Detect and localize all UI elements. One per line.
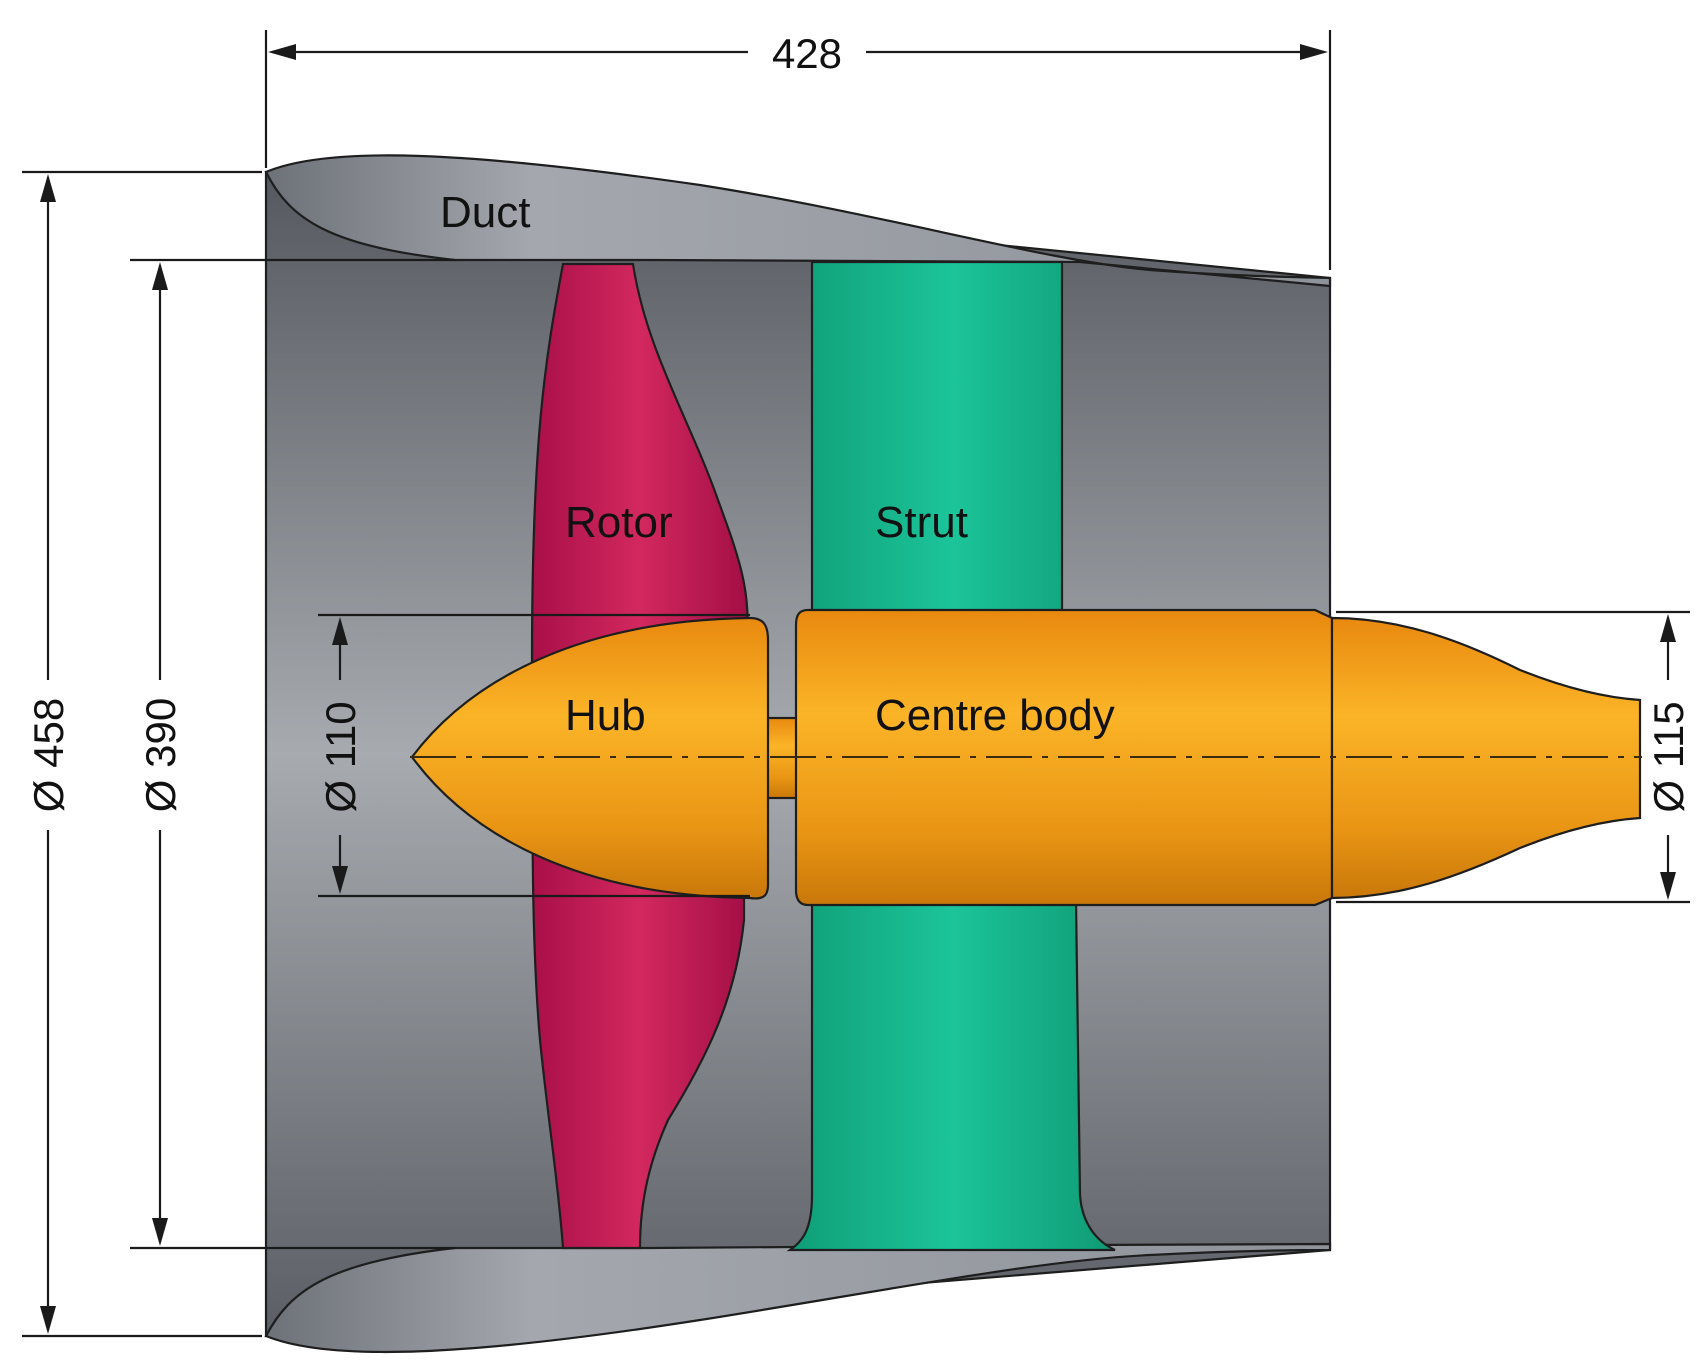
hub-label: Hub xyxy=(565,691,646,740)
rotor-label: Rotor xyxy=(565,498,673,547)
dimension-tail-diameter xyxy=(1336,610,1690,904)
dimension-length xyxy=(264,30,1332,270)
duct-upper-wall xyxy=(264,154,1332,288)
hub-spinner xyxy=(410,616,770,900)
length-dimension-label: 428 xyxy=(772,30,842,77)
hub-diameter-label: Ø 110 xyxy=(317,701,364,812)
tail-diameter-label: Ø 115 xyxy=(1645,701,1692,812)
dimension-duct-outer-diameter xyxy=(22,170,262,1338)
centre-body-label: Centre body xyxy=(875,691,1115,740)
tail-cone xyxy=(1330,616,1642,900)
duct-label: Duct xyxy=(440,188,530,237)
dimension-duct-inner-diameter xyxy=(130,258,455,1250)
duct-outer-diameter-label: Ø 458 xyxy=(25,698,72,812)
duct-lower-wall xyxy=(264,1242,1332,1354)
duct-inner-diameter-label: Ø 390 xyxy=(137,698,184,812)
dimension-hub-diameter xyxy=(318,613,750,898)
strut-label: Strut xyxy=(875,498,968,547)
